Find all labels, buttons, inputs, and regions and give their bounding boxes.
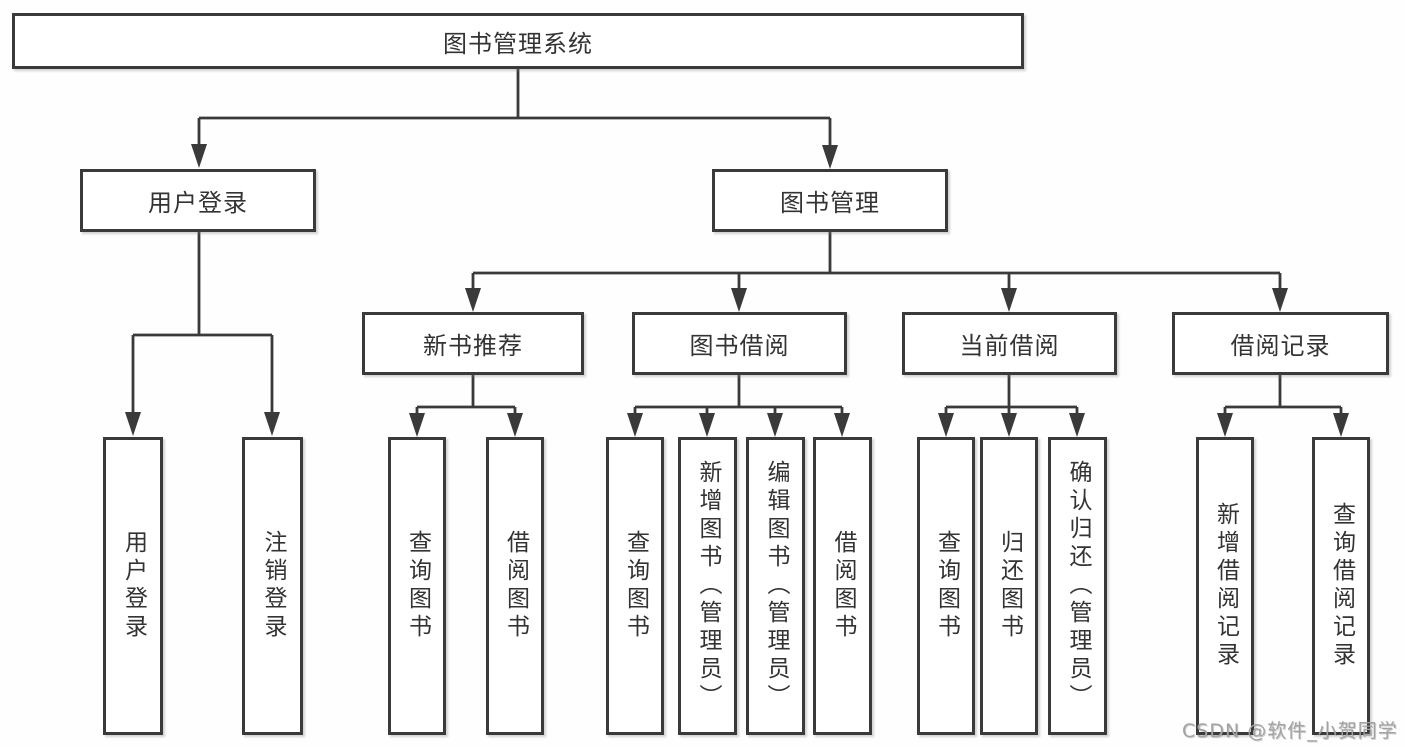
arrow-down-icon [1272,288,1288,312]
arrow-down-icon [627,413,643,437]
node-borrow-books-leaf: 借阅图书 [813,437,872,735]
node-borrow-books-recommend: 借阅图书 [486,437,544,735]
tree-edges [131,69,1343,417]
node-label: 查询借阅记录 [1328,502,1355,670]
arrow-down-icon [409,413,425,437]
node-query-borrow-record: 查询借阅记录 [1312,437,1370,735]
node-book-management: 图书管理 [712,169,948,232]
node-add-borrow-record: 新增借阅记录 [1196,437,1254,735]
arrow-down-icon [264,412,280,436]
node-label: 注销登录 [260,530,286,642]
arrow-down-icon [822,145,838,169]
arrow-down-icon [1069,413,1085,437]
arrow-down-icon [834,413,850,437]
arrowhead-icons [125,144,1349,437]
node-book-borrowing: 图书借阅 [632,312,847,375]
node-edit-books-admin: 编辑图书（管理员） [746,437,805,735]
node-label: 新增借阅记录 [1212,502,1239,670]
node-current-borrowing: 当前借阅 [902,312,1117,375]
arrow-down-icon [731,288,747,312]
watermark: CSDN @软件_小贺同学 [1182,720,1398,742]
node-borrowing-records: 借阅记录 [1172,312,1389,375]
node-logout: 注销登录 [242,437,303,735]
arrow-down-icon [191,144,207,168]
arrow-down-icon [938,413,954,437]
node-label: 用户登录 [120,530,147,642]
node-library-management-system: 图书管理系统 [12,13,1024,69]
node-query-books-recommend: 查询图书 [388,437,446,735]
node-label: 新增图书（管理员） [695,460,721,712]
node-label: 确认归还（管理员） [1065,460,1091,712]
node-label: 编辑图书（管理员） [763,460,789,712]
node-return-books: 归还图书 [980,437,1038,735]
arrow-down-icon [1001,413,1017,437]
arrow-down-icon [699,413,715,437]
arrow-down-icon [465,288,481,312]
arrow-down-icon [767,413,783,437]
node-label: 查询图书 [404,530,431,642]
arrow-down-icon [1333,413,1349,437]
arrow-down-icon [1217,413,1233,437]
node-label: 查询图书 [933,530,960,642]
node-label: 借阅图书 [502,530,529,642]
node-add-books-admin: 新增图书（管理员） [678,437,737,735]
node-user-login-leaf: 用户登录 [103,437,163,735]
node-query-books-borrowing: 查询图书 [606,437,664,735]
arrow-down-icon [507,413,523,437]
node-label: 归还图书 [996,530,1023,642]
node-query-books-current: 查询图书 [917,437,975,735]
node-new-book-recommendation: 新书推荐 [362,312,584,375]
node-user-login: 用户登录 [80,169,316,232]
node-label: 借阅图书 [830,530,856,642]
node-confirm-return-admin: 确认归还（管理员） [1048,437,1107,735]
node-label: 查询图书 [622,530,649,642]
arrow-down-icon [1001,288,1017,312]
arrow-down-icon [125,412,141,436]
